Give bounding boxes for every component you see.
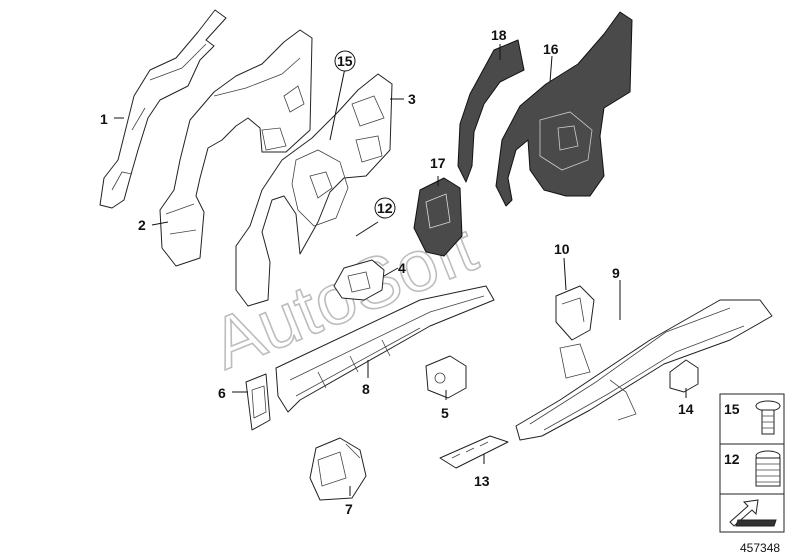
callout-14: 14 xyxy=(678,401,694,417)
part-5-bracket[interactable] xyxy=(425,355,467,399)
part-1-inner-panel[interactable] xyxy=(99,9,227,209)
callout-15: 15 xyxy=(337,53,353,69)
part-4-bracket[interactable] xyxy=(333,259,385,301)
direction-arrow-icon xyxy=(729,499,777,527)
callout-6: 6 xyxy=(218,385,226,401)
part-7-member-tip[interactable] xyxy=(309,437,367,501)
part-16-wheel-housing-rear[interactable] xyxy=(495,11,633,207)
document-number: 457348 xyxy=(740,541,780,555)
legend-label-15: 15 xyxy=(724,401,740,417)
callout-13: 13 xyxy=(474,473,490,489)
leader-lines xyxy=(114,44,687,496)
callout-8: 8 xyxy=(362,381,370,397)
part-17-bracket[interactable] xyxy=(413,177,463,257)
callout-4: 4 xyxy=(398,260,406,276)
callout-5: 5 xyxy=(441,405,449,421)
part-9-rear-member[interactable] xyxy=(515,299,773,441)
expanding-nut-icon xyxy=(755,450,781,487)
part-8-longitudinal-member[interactable] xyxy=(275,285,495,413)
callout-16: 16 xyxy=(543,41,559,57)
legend-label-12: 12 xyxy=(724,451,740,467)
part-3-wheel-housing-complete[interactable] xyxy=(235,73,393,307)
part-13-reinforcement-plate[interactable] xyxy=(439,435,509,469)
callout-17: 17 xyxy=(430,155,446,171)
part-6-end-plate[interactable] xyxy=(245,373,271,431)
bolt-icon xyxy=(755,400,781,435)
callout-10: 10 xyxy=(554,241,570,257)
callout-2: 2 xyxy=(138,217,146,233)
part-18-wheel-arch[interactable] xyxy=(457,39,525,183)
callout-18: 18 xyxy=(491,27,507,43)
callout-12-circle xyxy=(374,197,396,219)
callout-1: 1 xyxy=(100,111,108,127)
callout-3: 3 xyxy=(408,91,416,107)
callout-15-circle xyxy=(334,50,356,72)
part-10-bracket[interactable] xyxy=(555,285,595,341)
callout-labels: 1 2 3 4 5 6 7 8 9 10 12 13 14 15 16 17 1… xyxy=(100,27,694,517)
part-2-wheel-housing[interactable] xyxy=(159,29,313,267)
callout-12: 12 xyxy=(377,200,393,216)
callout-7: 7 xyxy=(345,501,353,517)
fastener-legend: 15 12 xyxy=(719,393,785,533)
part-14-bracket[interactable] xyxy=(669,359,699,393)
callout-9: 9 xyxy=(612,265,620,281)
